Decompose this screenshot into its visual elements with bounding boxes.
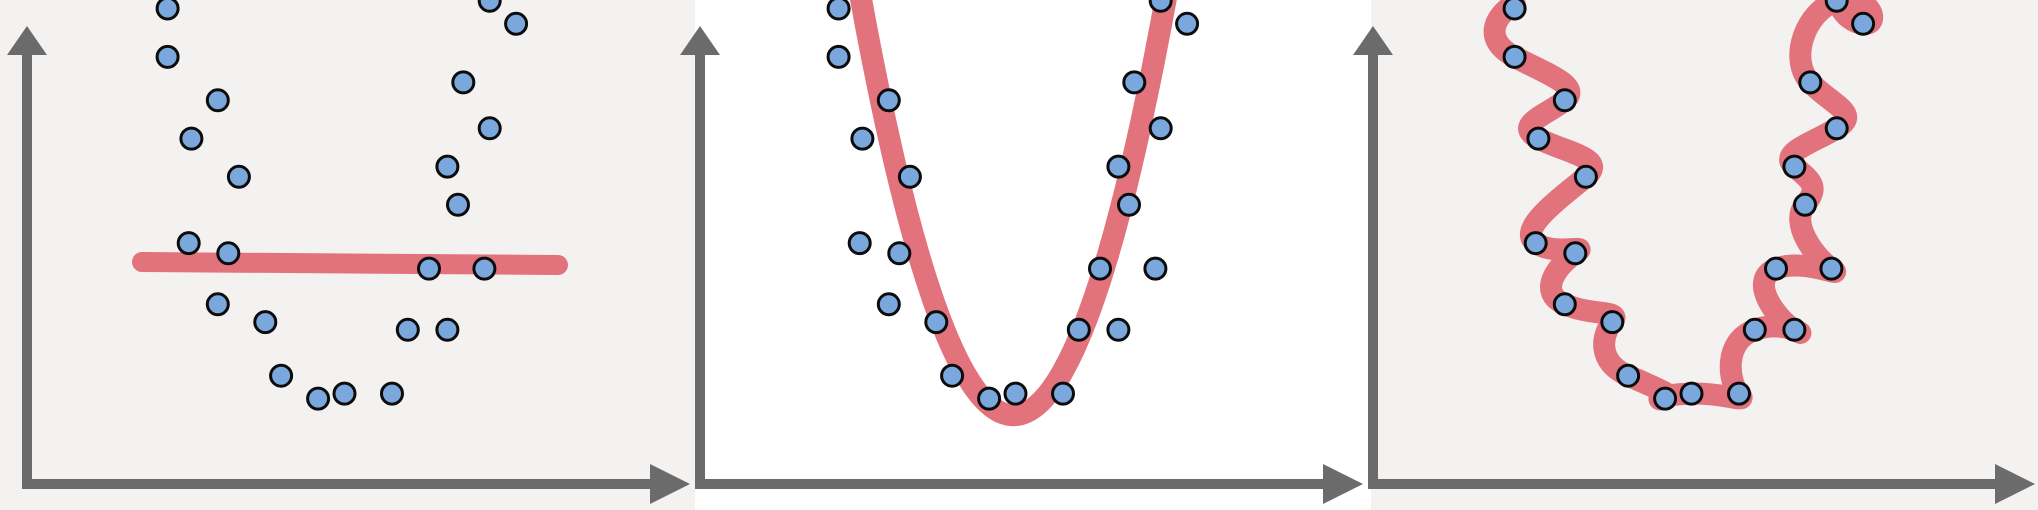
data-point [1552, 292, 1577, 317]
data-point [435, 154, 460, 179]
y-axis-arrowhead [680, 26, 720, 55]
y-axis-arrowhead [1353, 26, 1393, 55]
x-axis-arrowhead [1323, 464, 1363, 504]
data-point [306, 386, 331, 411]
data-point [395, 317, 420, 342]
data-point [1798, 70, 1823, 95]
data-point [1526, 126, 1551, 151]
data-point [1088, 256, 1112, 281]
data-point [1175, 11, 1200, 36]
data-point [435, 317, 460, 342]
data-point [179, 126, 204, 151]
x-axis-arrowhead [650, 464, 690, 504]
panel-background [695, 0, 1371, 510]
data-point [477, 0, 502, 13]
data-point [451, 70, 476, 95]
axes [7, 26, 690, 504]
data-point [1003, 381, 1028, 406]
data-point [847, 231, 872, 256]
data-point [1824, 116, 1849, 141]
axes [680, 26, 1363, 504]
y-axis-arrowhead [7, 26, 47, 55]
data-point [1122, 70, 1147, 95]
data-point [1051, 381, 1075, 406]
data-point [1066, 317, 1091, 342]
data-point [876, 88, 901, 113]
data-point [977, 386, 1002, 411]
data-point [269, 363, 294, 388]
data-point [1552, 88, 1577, 113]
data-point [1679, 381, 1704, 406]
data-point [1117, 192, 1141, 217]
data-point [1143, 256, 1168, 281]
data-point [1851, 11, 1876, 36]
data-point [826, 0, 851, 21]
data-point [155, 0, 180, 21]
data-point [924, 310, 949, 335]
data-point [897, 164, 922, 189]
data-point [380, 381, 404, 406]
data-point [1106, 317, 1131, 342]
data-point [1106, 154, 1131, 179]
data-point [850, 126, 875, 151]
data-point [332, 381, 357, 406]
data-points [155, 0, 529, 411]
data-points [826, 0, 1200, 411]
data-point [1563, 241, 1588, 266]
data-point [1502, 44, 1527, 69]
data-point [1764, 256, 1788, 281]
data-point [1793, 192, 1817, 217]
data-point [1573, 164, 1598, 189]
data-point [876, 292, 901, 317]
data-point [887, 241, 912, 266]
data-point [1523, 231, 1548, 256]
data-point [1782, 317, 1807, 342]
panel-background [1371, 0, 2038, 510]
data-point [176, 231, 201, 256]
data-point [155, 44, 180, 69]
data-point [417, 256, 441, 281]
data-point [826, 44, 851, 69]
data-point [216, 241, 241, 266]
data-point [1782, 154, 1807, 179]
data-point [1742, 317, 1767, 342]
data-point [205, 292, 230, 317]
data-point [1148, 116, 1173, 141]
overfit-panel [1353, 0, 2038, 510]
data-point [1148, 0, 1173, 13]
data-point [1824, 0, 1849, 13]
data-point [1502, 0, 1527, 21]
data-point [1653, 386, 1678, 411]
good-fit-panel [680, 0, 1371, 510]
data-point [205, 88, 230, 113]
data-point [226, 164, 251, 189]
data-point [446, 192, 470, 217]
data-point [504, 11, 529, 36]
axes [1353, 26, 2035, 504]
data-point [1727, 381, 1751, 406]
data-point [477, 116, 502, 141]
underfit-panel [0, 0, 695, 510]
data-point [253, 310, 278, 335]
data-point [940, 363, 965, 388]
data-point [472, 256, 497, 281]
data-point [1616, 363, 1641, 388]
x-axis-arrowhead [1995, 464, 2035, 504]
data-point [1600, 310, 1625, 335]
data-points [1502, 0, 1876, 411]
data-point [1819, 256, 1844, 281]
